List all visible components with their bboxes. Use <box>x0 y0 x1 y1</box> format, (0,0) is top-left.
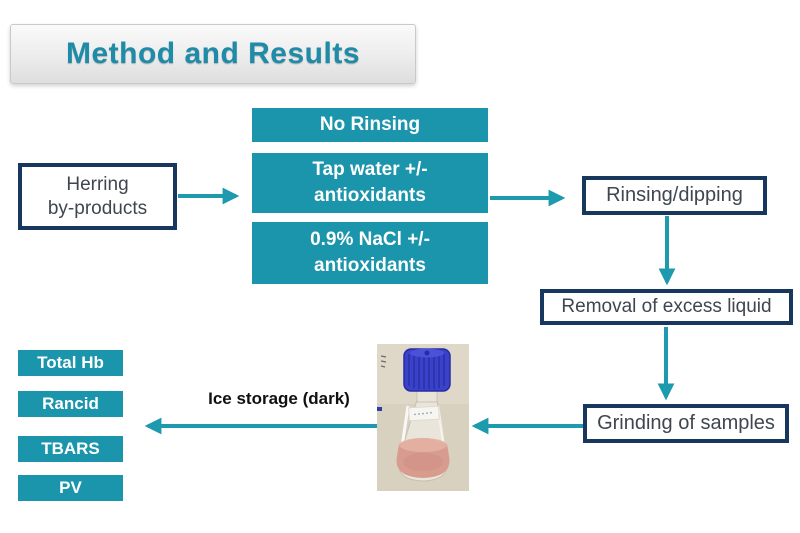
treatment-label: Tap water +/- antioxidants <box>312 159 428 206</box>
herring-by-products-box: Herring by-products <box>18 163 177 230</box>
analysis-label: Rancid <box>42 394 99 413</box>
erlenmeyer-flask-icon <box>377 344 469 491</box>
treatment-label: 0.9% NaCl +/- antioxidants <box>310 229 430 276</box>
removal-label: Removal of excess liquid <box>561 296 772 318</box>
analysis-label: TBARS <box>41 439 100 458</box>
analysis-box-tbars: TBARS <box>18 436 123 462</box>
analysis-box-rancid: Rancid <box>18 391 123 417</box>
rinsing-dipping-label: Rinsing/dipping <box>606 184 743 206</box>
analysis-label: PV <box>59 478 82 497</box>
grinding-label: Grinding of samples <box>597 412 775 434</box>
treatment-label: No Rinsing <box>319 114 421 136</box>
page-title: Method and Results <box>65 37 360 70</box>
treatment-box-no-rinsing: No Rinsing <box>252 108 488 142</box>
flask-photo <box>377 344 469 491</box>
analysis-box-pv: PV <box>18 475 123 501</box>
herring-by-products-label: Herring by-products <box>47 173 148 219</box>
grinding-of-samples-box: Grinding of samples <box>583 404 789 443</box>
removal-of-excess-liquid-box: Removal of excess liquid <box>540 289 793 325</box>
ice-storage-label: Ice storage (dark) <box>208 389 350 408</box>
treatment-box-tap-water: Tap water +/- antioxidants <box>252 153 488 213</box>
title-banner: Method and Results <box>10 24 416 84</box>
treatment-box-nacl: 0.9% NaCl +/- antioxidants <box>252 222 488 284</box>
rinsing-dipping-box: Rinsing/dipping <box>582 176 767 215</box>
analysis-box-total-hb: Total Hb <box>18 350 123 376</box>
analysis-label: Total Hb <box>37 353 104 372</box>
